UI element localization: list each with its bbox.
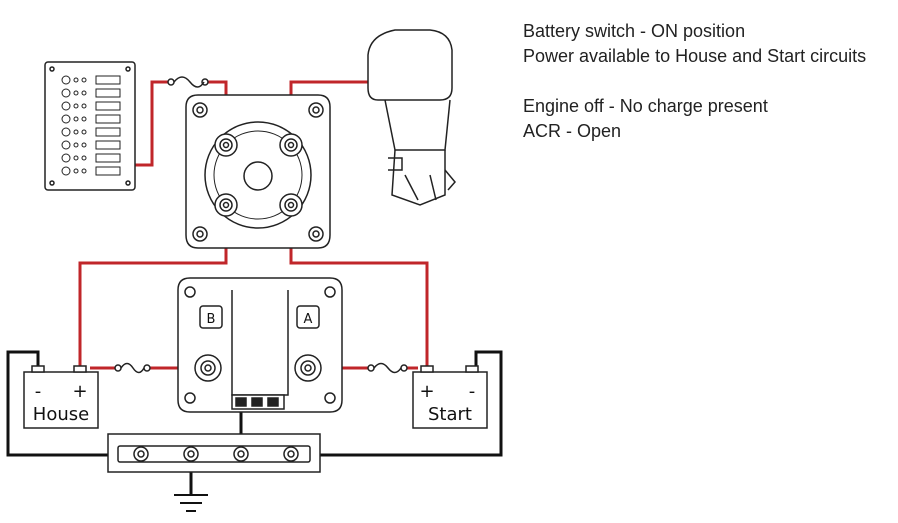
house-minus-label: - [35,381,42,402]
acr-terminal-b-label: B [207,312,216,327]
ground-symbol [174,494,208,512]
start-battery-label: Start [428,404,472,425]
status-line-acr: ACR - Open [523,121,622,141]
acr-terminal-a-label: A [304,312,313,327]
start-minus-label: - [469,381,476,402]
fuse-start [367,362,408,374]
start-battery [412,365,488,429]
house-battery [23,365,99,429]
house-plus-label: + [72,381,87,402]
negative-bus-bar [107,433,321,473]
outboard-engine [367,29,456,206]
start-plus-label: + [419,381,434,402]
status-line-power: Power available to House and Start circu… [523,46,867,66]
fuse-house [114,362,151,374]
fuse-top [167,76,209,88]
acr-unit [177,277,343,413]
status-text: Battery switch - ON position Power avail… [523,19,893,144]
house-battery-label: House [33,404,89,425]
battery-switch [185,94,331,249]
status-line-engine: Engine off - No charge present [523,96,768,116]
breaker-panel [44,61,136,191]
status-line-switch: Battery switch - ON position [523,21,746,41]
